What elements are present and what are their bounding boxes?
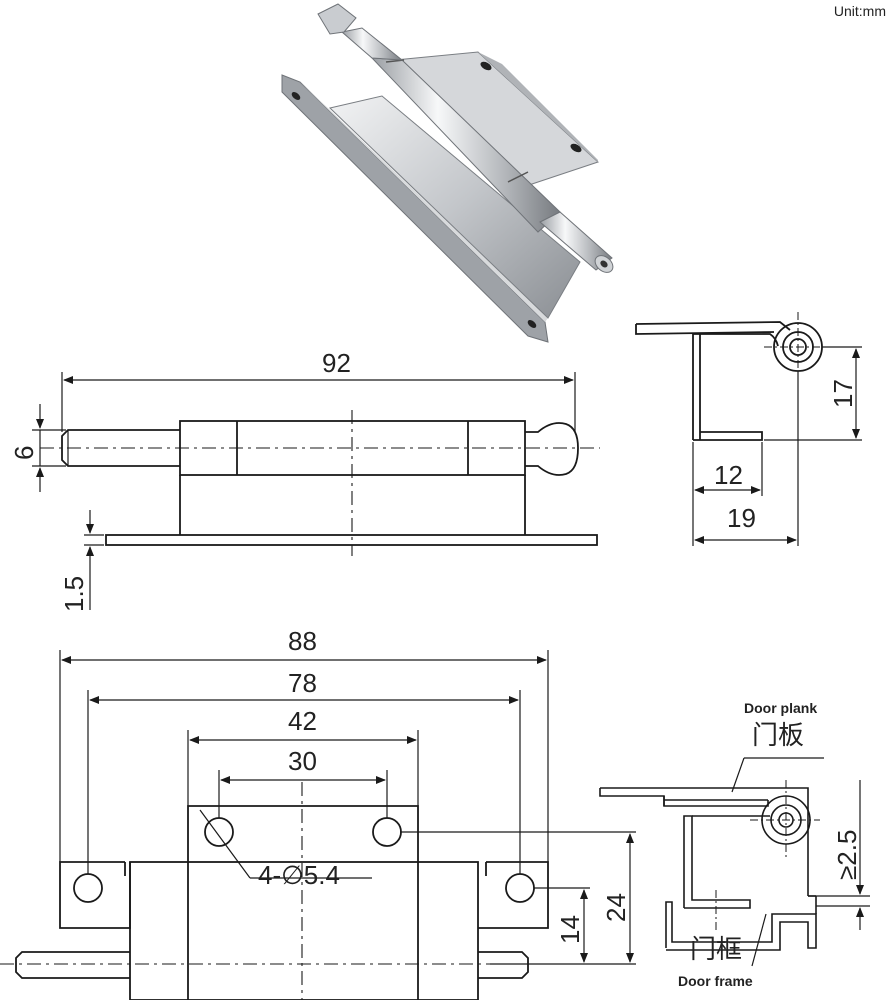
dim-78-label: 78 bbox=[288, 668, 317, 698]
unit-label: Unit:mm bbox=[833, 3, 886, 19]
top-view bbox=[0, 782, 560, 1001]
dim-17 bbox=[764, 346, 862, 441]
door-frame-label-en: Door frame bbox=[678, 973, 753, 989]
dim-14-label: 14 bbox=[555, 915, 585, 944]
dim-24-label: 24 bbox=[601, 893, 631, 922]
dim-1-5-label: 1.5 bbox=[59, 576, 89, 612]
dim-12-19 bbox=[692, 372, 799, 546]
dim-42-label: 42 bbox=[288, 706, 317, 736]
dim-6 bbox=[32, 404, 66, 492]
install-section bbox=[599, 780, 820, 951]
dim-12-label: 12 bbox=[714, 460, 743, 490]
front-view bbox=[40, 410, 600, 556]
dim-17-label: 17 bbox=[828, 379, 858, 408]
dim-92 bbox=[61, 372, 576, 432]
dim-2-5-label: ≥2.5 bbox=[832, 830, 862, 880]
dim-19-label: 19 bbox=[727, 503, 756, 533]
door-frame-label-cn: 门框 bbox=[690, 934, 742, 964]
dim-2-5 bbox=[731, 757, 870, 967]
dim-88-label: 88 bbox=[288, 626, 317, 656]
side-view bbox=[635, 312, 832, 441]
dim-6-label: 6 bbox=[9, 446, 39, 460]
dim-holes-label: 4-∅5.4 bbox=[258, 860, 340, 890]
dim-92-label: 92 bbox=[322, 348, 351, 378]
dim-30-label: 30 bbox=[288, 746, 317, 776]
door-plank-label-en: Door plank bbox=[744, 700, 817, 716]
dims-top-view bbox=[59, 650, 636, 965]
hinge-photo bbox=[281, 3, 614, 343]
dim-1-5 bbox=[84, 510, 104, 610]
door-plank-label-cn: 门板 bbox=[752, 720, 804, 750]
